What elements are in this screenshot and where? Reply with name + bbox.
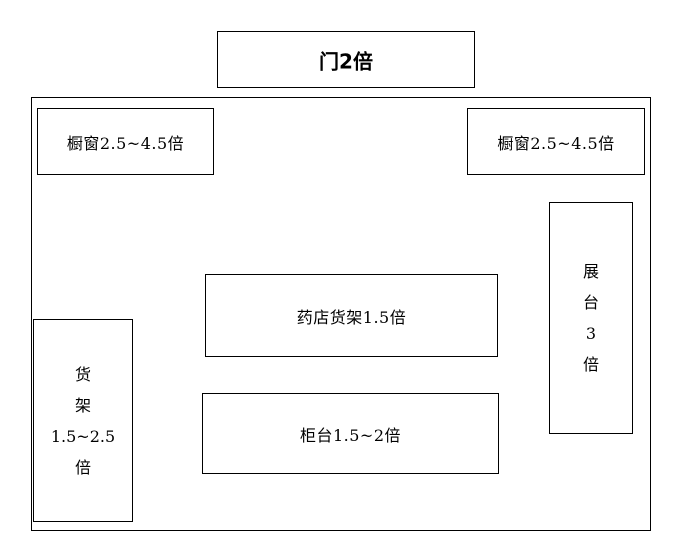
display-stand-label-line: 3 <box>585 324 597 343</box>
display-stand-label: 展 台 3 倍 <box>550 256 632 380</box>
counter: 柜台1.5~2倍 <box>202 393 499 474</box>
pharmacy-shelf-label: 药店货架1.5倍 <box>296 307 407 327</box>
display-stand-label-line: 台 <box>582 293 599 312</box>
door-label: 门2倍 <box>319 49 373 73</box>
side-shelf: 货 架 1.5~2.5 倍 <box>33 319 133 522</box>
side-shelf-label-line: 货 <box>74 364 91 384</box>
counter-label: 柜台1.5~2倍 <box>299 425 402 445</box>
side-shelf-label-line: 1.5~2.5 <box>50 426 116 446</box>
shop-window-left-label: 橱窗2.5~4.5倍 <box>66 133 185 153</box>
display-stand-label-line: 展 <box>582 262 599 281</box>
display-stand: 展 台 3 倍 <box>549 202 633 434</box>
side-shelf-label-line: 倍 <box>74 457 91 477</box>
side-shelf-label: 货 架 1.5~2.5 倍 <box>34 359 132 483</box>
side-shelf-label-line: 架 <box>74 395 91 415</box>
store-floor-outline <box>31 97 651 531</box>
shop-window-right: 橱窗2.5~4.5倍 <box>467 108 645 175</box>
shop-window-right-label: 橱窗2.5~4.5倍 <box>497 133 615 153</box>
display-stand-label-line: 倍 <box>582 355 599 374</box>
door-box: 门2倍 <box>217 31 475 88</box>
pharmacy-shelf: 药店货架1.5倍 <box>205 274 498 357</box>
shop-window-left: 橱窗2.5~4.5倍 <box>37 108 214 175</box>
